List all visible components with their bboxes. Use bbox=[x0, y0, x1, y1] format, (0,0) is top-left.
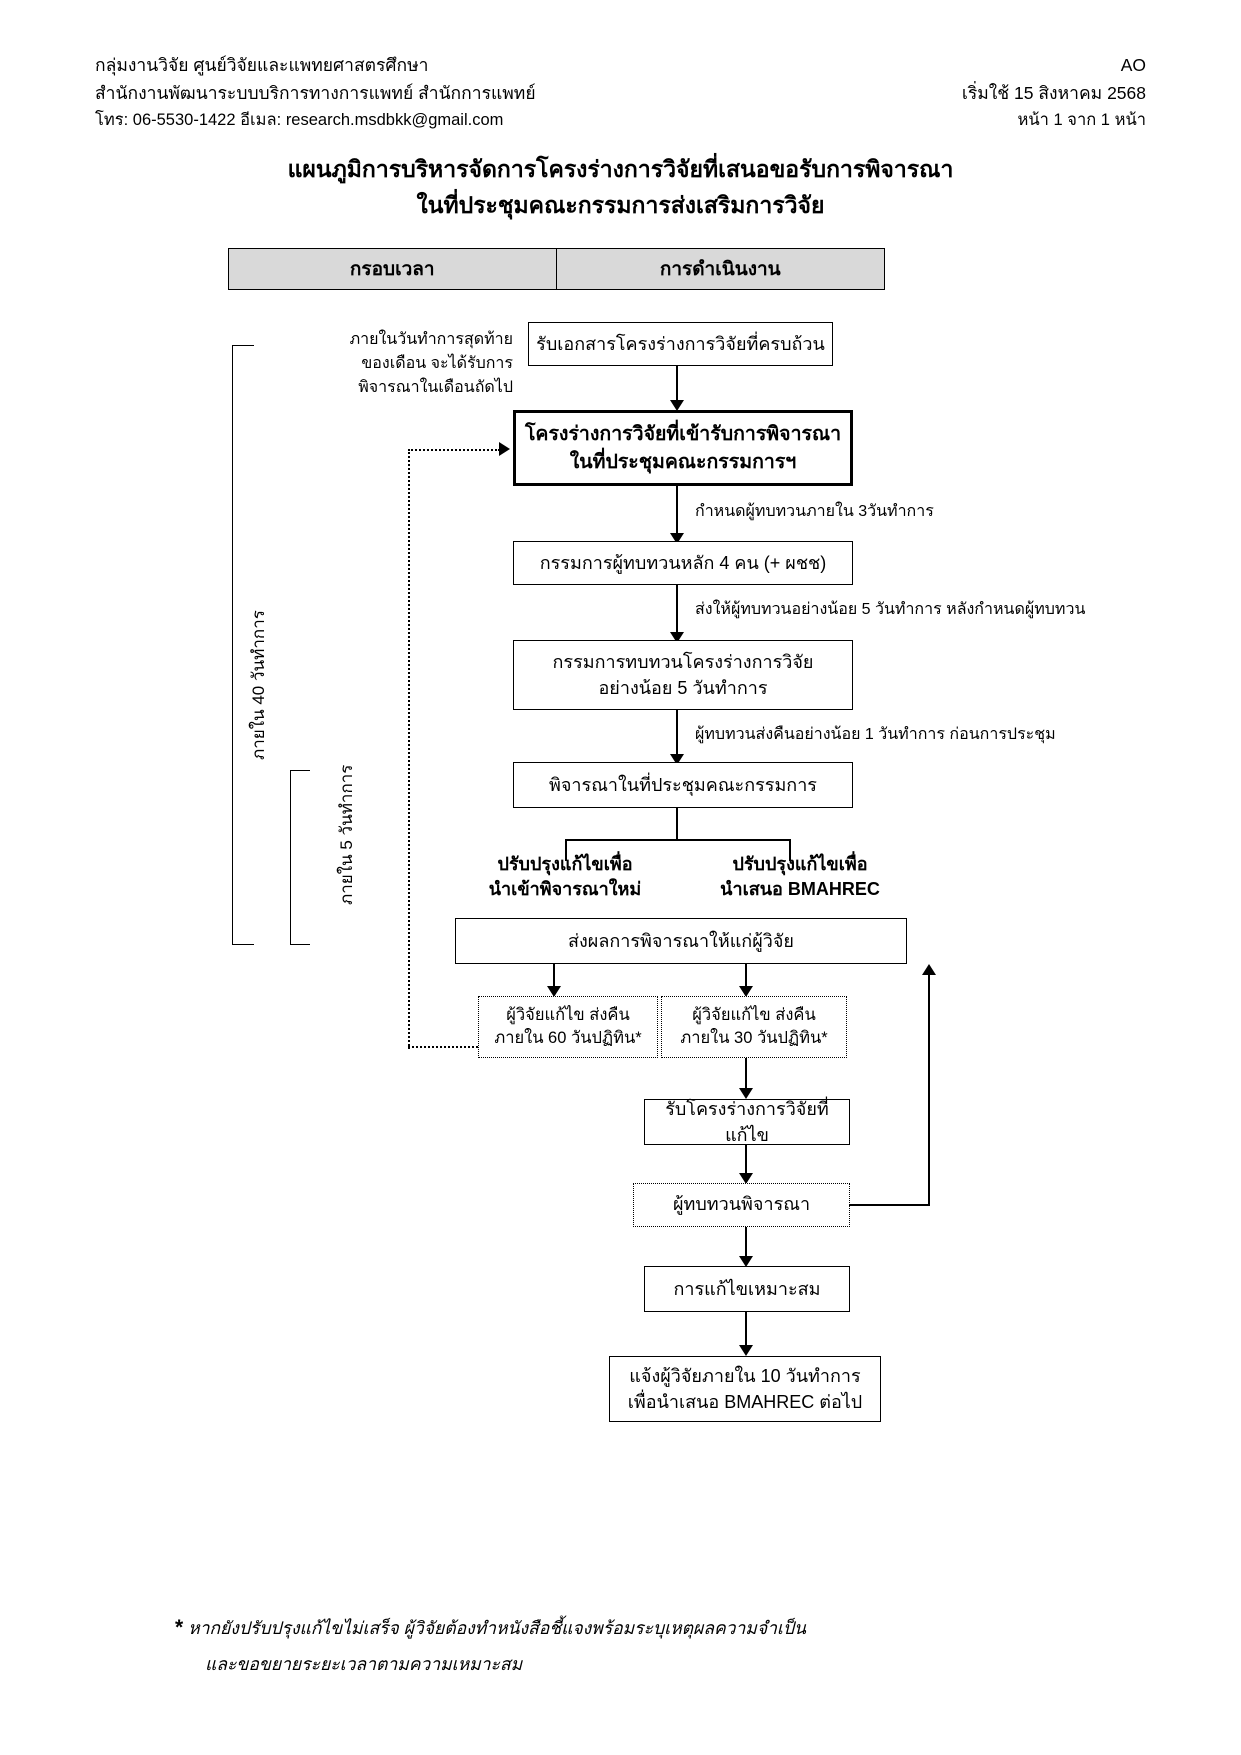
timeframe-monthly-note-line-2: ของเดือน จะได้รับการ bbox=[361, 355, 513, 372]
arrow-down-revise60 bbox=[547, 986, 561, 997]
connector-split-bar bbox=[565, 839, 790, 841]
feedback-dotted-vertical bbox=[408, 449, 410, 1049]
label-within-5-days: ภายใน 5 วันทำการ bbox=[337, 764, 356, 905]
header-org-line-1: กลุ่มงานวิจัย ศูนย์วิจัยและแพทยศาสตรศึกษ… bbox=[95, 55, 429, 75]
edge-label-return-before-meeting: ผู้ทบทวนส่งคืนอย่างน้อย 1 วันทำการ ก่อนก… bbox=[695, 726, 1056, 743]
header-effective-date: เริ่มใช้ 15 สิงหาคม 2568 bbox=[961, 82, 1146, 103]
connector-to-revise30 bbox=[745, 964, 747, 992]
arrow-down-3 bbox=[670, 632, 684, 643]
connector-4 bbox=[676, 710, 678, 762]
node-assign-reviewers: กรรมการผู้ทบทวนหลัก 4 คน (+ ผชช) bbox=[513, 541, 853, 585]
column-header-operation: การดำเนินงาน bbox=[659, 259, 781, 280]
node-committee-meeting: พิจารณาในที่ประชุมคณะกรรมการ bbox=[513, 762, 853, 808]
feedback-dotted-horizontal bbox=[408, 449, 500, 451]
label-within-40-days: ภายใน 40 วันทำการ bbox=[249, 610, 268, 760]
timeframe-monthly-note-line-1: ภายในวันทำการสุดท้าย bbox=[349, 331, 513, 348]
branch-label-bmahrec: ปรับปรุงแก้ไขเพื่อ นำเสนอ BMAHREC bbox=[700, 852, 900, 902]
node-notify-researcher-line-1: แจ้งผู้วิจัยภายใน 10 วันทำการ bbox=[629, 1365, 861, 1386]
header-left-block: กลุ่มงานวิจัย ศูนย์วิจัยและแพทยศาสตรศึกษ… bbox=[95, 52, 536, 133]
feedback-dotted-from-revise60 bbox=[408, 1046, 478, 1048]
header-org-line-2: สำนักงานพัฒนาระบบบริการทางการแพทย์ สำนัก… bbox=[95, 82, 536, 103]
node-accepted-proposal-line-1: โครงร่างการวิจัยที่เข้ารับการพิจารณา bbox=[524, 422, 842, 445]
branch-label-resubmit-line-2: นำเข้าพิจารณาใหม่ bbox=[488, 879, 642, 900]
node-revise-30-days: ผู้วิจัยแก้ไข ส่งคืน ภายใน 30 วันปฏิทิน* bbox=[661, 996, 847, 1058]
arrow-down-2 bbox=[670, 533, 684, 544]
node-send-result: ส่งผลการพิจารณาให้แก่ผู้วิจัย bbox=[455, 918, 907, 964]
column-header-bar: กรอบเวลา การดำเนินงาน bbox=[228, 248, 885, 290]
arrow-down-6 bbox=[739, 1173, 753, 1184]
node-revise-60-days-line-1: ผู้วิจัยแก้ไข ส่งคืน bbox=[506, 1005, 630, 1024]
loopback-horizontal bbox=[849, 1204, 930, 1206]
header-contact-line: โทร: 06-5530-1422 อีเมล: research.msdbkk… bbox=[95, 111, 504, 130]
timeframe-monthly-note-line-3: พิจารณาในเดือนถัดไป bbox=[358, 379, 513, 396]
header-doc-code: AO bbox=[1120, 55, 1146, 75]
node-receive-revised: รับโครงร่างการวิจัยที่แก้ไข bbox=[644, 1099, 850, 1145]
arrow-down-4 bbox=[670, 754, 684, 765]
timeframe-monthly-note: ภายในวันทำการสุดท้าย ของเดือน จะได้รับกา… bbox=[298, 328, 513, 400]
node-review-proposal-line-2: อย่างน้อย 5 วันทำการ bbox=[598, 678, 768, 698]
bracket-40-days bbox=[232, 345, 254, 945]
edge-label-send-to-reviewers: ส่งให้ผู้ทบทวนอย่างน้อย 5 วันทำการ หลังก… bbox=[695, 601, 1086, 618]
connector-7 bbox=[745, 1227, 747, 1264]
page-title: แผนภูมิการบริหารจัดการโครงร่างการวิจัยที… bbox=[0, 152, 1241, 223]
document-header: กลุ่มงานวิจัย ศูนย์วิจัยและแพทยศาสตรศึกษ… bbox=[0, 52, 1241, 133]
connector-split-right bbox=[789, 839, 791, 861]
bracket-5-days bbox=[290, 770, 310, 945]
node-accepted-proposal-line-2: ในที่ประชุมคณะกรรมการฯ bbox=[569, 451, 797, 473]
page-title-line-1: แผนภูมิการบริหารจัดการโครงร่างการวิจัยที… bbox=[287, 156, 954, 182]
node-revise-30-days-line-1: ผู้วิจัยแก้ไข ส่งคืน bbox=[692, 1005, 816, 1024]
arrow-down-8 bbox=[739, 1345, 753, 1356]
column-header-timeframe: กรอบเวลา bbox=[229, 249, 557, 289]
node-revise-60-days: ผู้วิจัยแก้ไข ส่งคืน ภายใน 60 วันปฏิทิน* bbox=[478, 996, 658, 1058]
arrow-down-7 bbox=[739, 1256, 753, 1267]
node-revise-30-days-line-2: ภายใน 30 วันปฏิทิน* bbox=[680, 1029, 828, 1047]
node-notify-researcher-line-2: เพื่อนำเสนอ BMAHREC ต่อไป bbox=[627, 1392, 863, 1412]
header-page-number: หน้า 1 จาก 1 หน้า bbox=[1017, 111, 1146, 130]
node-revise-60-days-line-2: ภายใน 60 วันปฏิทิน* bbox=[494, 1029, 642, 1047]
connector-1 bbox=[676, 366, 678, 408]
node-notify-researcher: แจ้งผู้วิจัยภายใน 10 วันทำการ เพื่อนำเสน… bbox=[609, 1356, 881, 1422]
branch-label-resubmit-line-1: ปรับปรุงแก้ไขเพื่อ bbox=[497, 854, 633, 874]
page-title-line-2: ในที่ประชุมคณะกรรมการส่งเสริมการวิจัย bbox=[416, 191, 825, 218]
edge-label-assign-reviewers: กำหนดผู้ทบทวนภายใน 3วันทำการ bbox=[695, 503, 934, 520]
connector-3 bbox=[676, 585, 678, 640]
connector-to-revise60 bbox=[553, 964, 555, 992]
node-accepted-proposal: โครงร่างการวิจัยที่เข้ารับการพิจารณา ในท… bbox=[513, 410, 853, 486]
connector-6 bbox=[745, 1145, 747, 1180]
connector-5 bbox=[745, 1058, 747, 1096]
footnote-asterisk: * bbox=[175, 1616, 184, 1639]
footnote: * หากยังปรับปรุงแก้ไขไม่เสร็จ ผู้วิจัยต้… bbox=[175, 1608, 1075, 1681]
arrow-down-1 bbox=[670, 400, 684, 411]
arrow-down-5 bbox=[739, 1088, 753, 1099]
footnote-line-1: * หากยังปรับปรุงแก้ไขไม่เสร็จ ผู้วิจัยต้… bbox=[175, 1608, 1075, 1648]
branch-label-bmahrec-line-2: นำเสนอ BMAHREC bbox=[720, 879, 880, 900]
node-receive-documents: รับเอกสารโครงร่างการวิจัยที่ครบถ้วน bbox=[528, 322, 833, 366]
loopback-vertical bbox=[928, 975, 930, 1205]
node-review-proposal: กรรมการทบทวนโครงร่างการวิจัย อย่างน้อย 5… bbox=[513, 640, 853, 710]
connector-split-left bbox=[565, 839, 567, 861]
arrow-right-feedback bbox=[499, 442, 510, 456]
connector-2 bbox=[676, 486, 678, 541]
branch-label-bmahrec-line-1: ปรับปรุงแก้ไขเพื่อ bbox=[732, 854, 868, 874]
branch-label-resubmit: ปรับปรุงแก้ไขเพื่อ นำเข้าพิจารณาใหม่ bbox=[470, 852, 660, 902]
footnote-text-1: หากยังปรับปรุงแก้ไขไม่เสร็จ ผู้วิจัยต้อง… bbox=[188, 1618, 806, 1638]
connector-split-stem bbox=[676, 808, 678, 840]
header-right-block: AO เริ่มใช้ 15 สิงหาคม 2568 หน้า 1 จาก 1… bbox=[962, 52, 1146, 133]
connector-8 bbox=[745, 1312, 747, 1354]
node-review-proposal-line-1: กรรมการทบทวนโครงร่างการวิจัย bbox=[552, 651, 814, 672]
footnote-line-2: และขอขยายระยะเวลาตามความเหมาะสม bbox=[205, 1653, 523, 1674]
arrow-up-loopback bbox=[922, 964, 936, 975]
arrow-down-revise30 bbox=[739, 986, 753, 997]
node-proper-revision: การแก้ไขเหมาะสม bbox=[644, 1266, 850, 1312]
node-reviewer-consider: ผู้ทบทวนพิจารณา bbox=[633, 1183, 850, 1227]
